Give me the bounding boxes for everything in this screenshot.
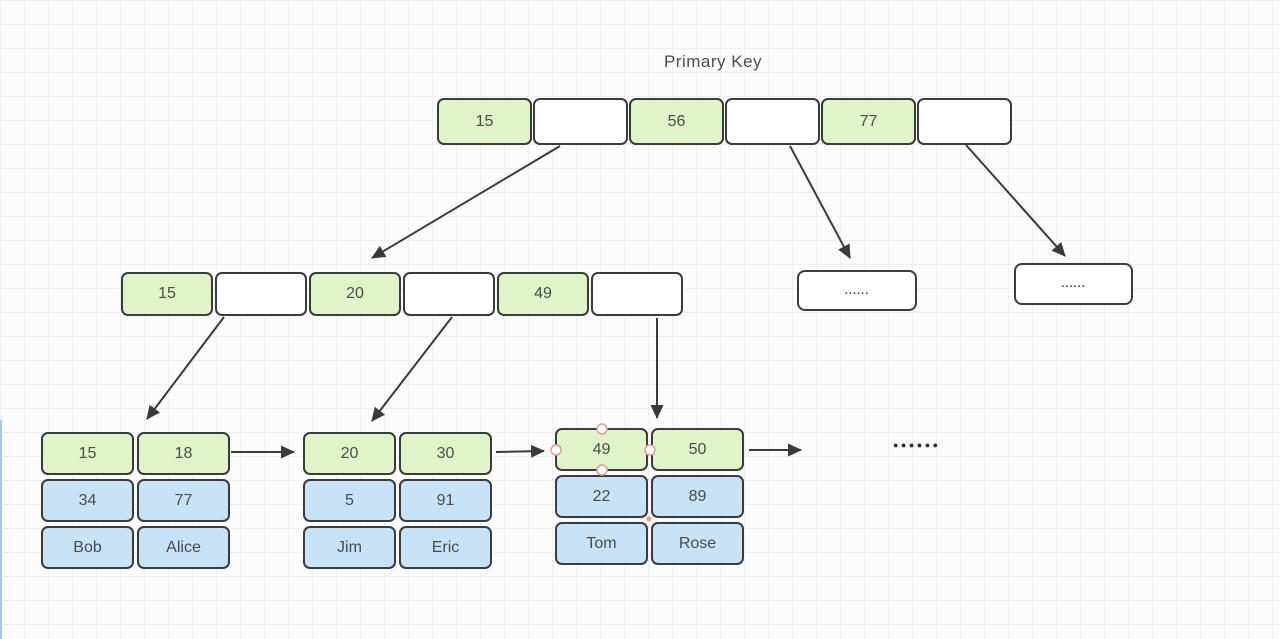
leaf-name-cell[interactable]: Rose: [651, 522, 744, 565]
arrow-internal-to-leaf-2[interactable]: [371, 316, 453, 422]
root-cell-pointer[interactable]: [533, 98, 628, 145]
leaf-name-cell[interactable]: Alice: [137, 526, 230, 569]
arrow-root-to-ellipsis-left[interactable]: [789, 145, 851, 259]
leaf-node-2: 20 30 5 91 Jim Eric: [303, 432, 492, 569]
arrow-root-to-ellipsis-right[interactable]: [965, 144, 1066, 257]
leaf-key-cell[interactable]: 20: [303, 432, 396, 475]
leaf-value-cell[interactable]: 34: [41, 479, 134, 522]
internal-cell-key[interactable]: 49: [497, 272, 589, 316]
root-cell-key[interactable]: 15: [437, 98, 532, 145]
internal-cell-key[interactable]: 20: [309, 272, 401, 316]
ellipsis-node-left[interactable]: ......: [797, 270, 917, 311]
root-node: 15 56 77: [437, 98, 1012, 145]
leaf-key-cell[interactable]: 15: [41, 432, 134, 475]
arrow-internal-to-leaf-1[interactable]: [146, 316, 225, 420]
canvas-edge-strip: [0, 420, 2, 639]
leaf-value-cell[interactable]: 5: [303, 479, 396, 522]
root-cell-pointer[interactable]: [725, 98, 820, 145]
leaf-name-cell[interactable]: Eric: [399, 526, 492, 569]
leaf-value-cell[interactable]: 22: [555, 475, 648, 518]
ellipsis-node-right[interactable]: ......: [1014, 263, 1133, 305]
arrow-root-to-internal[interactable]: [371, 145, 561, 259]
leaf-value-cell[interactable]: 89: [651, 475, 744, 518]
leaf-key-cell[interactable]: 30: [399, 432, 492, 475]
leaf-chain-ellipsis: ●●●●●●: [893, 440, 941, 450]
leaf-value-cell[interactable]: 77: [137, 479, 230, 522]
root-cell-key[interactable]: 77: [821, 98, 916, 145]
internal-cell-pointer[interactable]: [215, 272, 307, 316]
internal-cell-pointer[interactable]: [591, 272, 683, 316]
leaf-name-cell[interactable]: Jim: [303, 526, 396, 569]
arrow-leaf-2-to-leaf-3[interactable]: [495, 444, 545, 458]
leaf-node-3: 49 50 22 89 Tom Rose: [555, 428, 744, 565]
leaf-node-1: 15 18 34 77 Bob Alice: [41, 432, 230, 569]
root-cell-pointer[interactable]: [917, 98, 1012, 145]
internal-cell-pointer[interactable]: [403, 272, 495, 316]
leaf-value-cell[interactable]: 91: [399, 479, 492, 522]
internal-cell-key[interactable]: 15: [121, 272, 213, 316]
internal-node: 15 20 49: [121, 272, 683, 316]
diagram-title[interactable]: Primary Key: [663, 52, 763, 71]
leaf-name-cell[interactable]: Tom: [555, 522, 648, 565]
leaf-key-cell[interactable]: 18: [137, 432, 230, 475]
leaf-key-cell-selected[interactable]: 49: [555, 428, 648, 471]
leaf-name-cell[interactable]: Bob: [41, 526, 134, 569]
leaf-key-cell[interactable]: 50: [651, 428, 744, 471]
root-cell-key[interactable]: 56: [629, 98, 724, 145]
